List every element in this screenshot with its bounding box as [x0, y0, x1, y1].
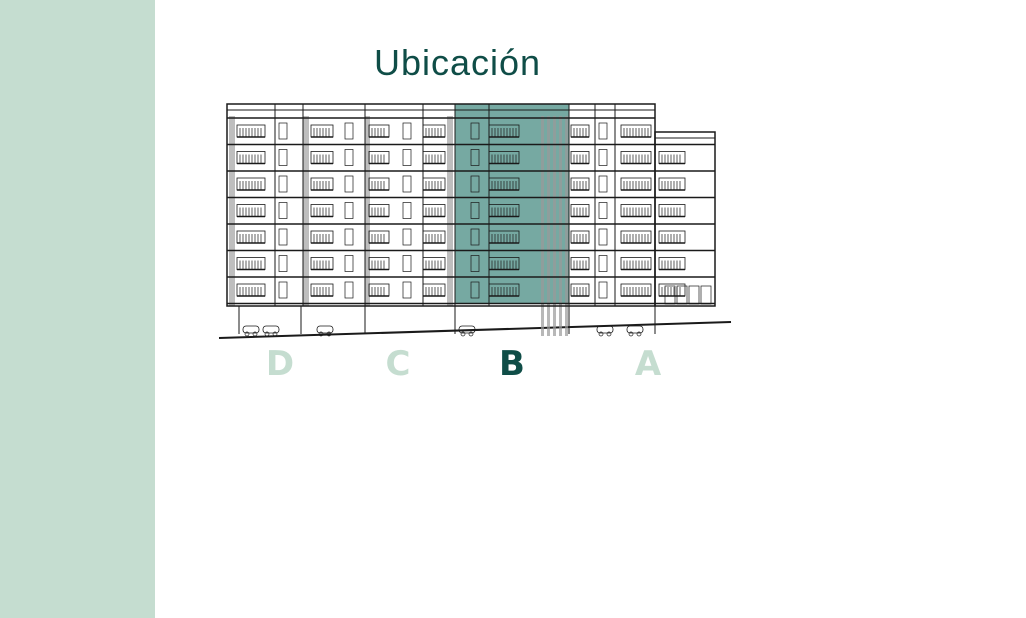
- window-grid: [236, 122, 712, 305]
- car-wheel: [244, 331, 250, 337]
- grey-pier: [303, 116, 309, 306]
- car-wheel: [606, 331, 612, 337]
- sector-b-label[interactable]: B: [499, 344, 525, 384]
- car-wheel: [264, 331, 270, 337]
- small-window: [278, 228, 288, 246]
- grey-pier: [447, 116, 453, 306]
- window: [658, 151, 686, 164]
- car-wheel: [318, 331, 324, 337]
- small-window: [344, 202, 354, 219]
- small-window: [344, 281, 354, 299]
- small-window: [598, 122, 608, 140]
- small-window: [470, 202, 480, 219]
- small-window: [278, 202, 288, 219]
- window: [658, 257, 686, 270]
- small-window: [402, 149, 412, 166]
- grey-pier: [365, 116, 370, 306]
- sector-a-label[interactable]: A: [634, 344, 662, 384]
- small-window: [402, 175, 412, 193]
- building-structure: [226, 103, 716, 334]
- car-wheel: [272, 331, 278, 337]
- car-body: [458, 325, 476, 334]
- small-window: [278, 122, 288, 140]
- car-wheel: [598, 331, 604, 337]
- small-window: [470, 149, 480, 166]
- wing-outline: [654, 131, 716, 307]
- car-body: [262, 325, 280, 334]
- small-window: [598, 202, 608, 219]
- small-window: [402, 202, 412, 219]
- small-window: [598, 149, 608, 166]
- small-window: [598, 255, 608, 272]
- car-wheel: [468, 331, 474, 337]
- parked-cars: [242, 325, 644, 337]
- shopfront-pane: [688, 285, 700, 305]
- car-wheel: [252, 331, 258, 337]
- car-body: [596, 325, 614, 334]
- column-stripe: [559, 116, 562, 336]
- small-window: [402, 122, 412, 140]
- car-wheel: [636, 331, 642, 337]
- sector-c-label[interactable]: C: [385, 344, 411, 384]
- sector-b-fill: [455, 104, 569, 304]
- small-window: [278, 255, 288, 272]
- column-stripe: [553, 116, 556, 336]
- small-window: [598, 175, 608, 193]
- small-window: [344, 149, 354, 166]
- car-wheel: [326, 331, 332, 337]
- grey-pier: [229, 116, 235, 306]
- window: [658, 230, 686, 244]
- small-window: [402, 228, 412, 246]
- small-window: [470, 175, 480, 193]
- small-window: [278, 175, 288, 193]
- small-window: [598, 281, 608, 299]
- small-window: [344, 175, 354, 193]
- page-title: Ubicación: [373, 42, 542, 83]
- small-window: [470, 228, 480, 246]
- small-window: [344, 228, 354, 246]
- building-elevation-drawing: [218, 103, 732, 339]
- shopfront-pane: [664, 285, 676, 305]
- small-window: [344, 122, 354, 140]
- shopfront-pane: [700, 285, 712, 305]
- small-window: [470, 281, 480, 299]
- small-window: [278, 149, 288, 166]
- window: [658, 204, 686, 217]
- car-body: [626, 325, 644, 334]
- small-window: [402, 255, 412, 272]
- car-wheel: [460, 331, 466, 337]
- car-wheel: [628, 331, 634, 337]
- car-body: [242, 325, 260, 334]
- small-window: [598, 228, 608, 246]
- small-window: [344, 255, 354, 272]
- small-window: [278, 281, 288, 299]
- car-body: [316, 325, 334, 334]
- small-window: [470, 122, 480, 140]
- column-stripe: [565, 116, 568, 336]
- left-sidebar-panel: [0, 0, 155, 618]
- shopfront-pane: [676, 285, 688, 305]
- small-window: [470, 255, 480, 272]
- window: [658, 177, 686, 191]
- column-stripe: [541, 116, 544, 336]
- sector-d-label[interactable]: D: [265, 344, 295, 384]
- small-window: [402, 281, 412, 299]
- column-stripe: [547, 116, 550, 336]
